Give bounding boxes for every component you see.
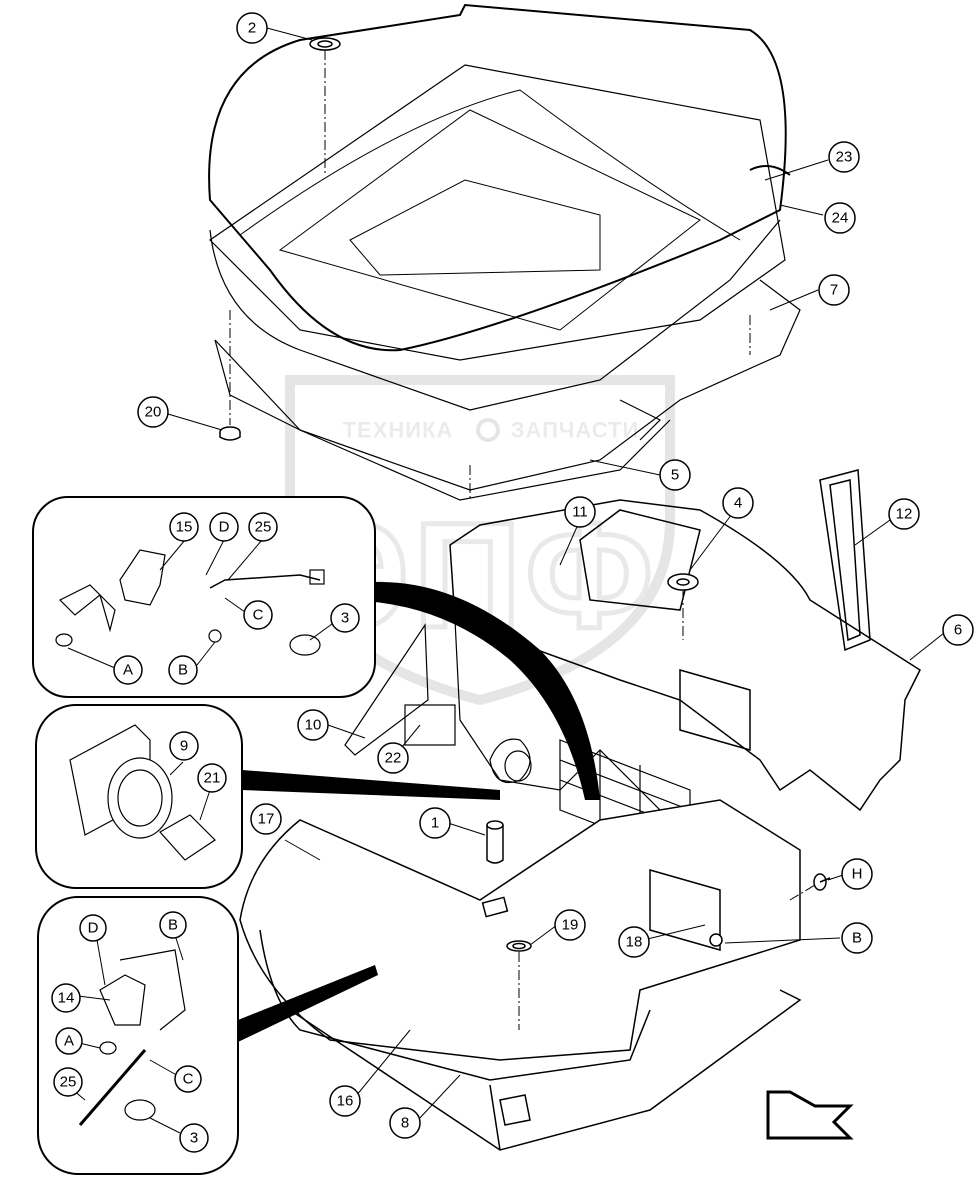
callout-8-label: 8 [401, 1115, 409, 1132]
callout-2: 2 [236, 12, 268, 44]
callout-detail3-25: 25 [53, 1067, 83, 1097]
callout-23-label: 23 [836, 149, 853, 166]
callout-23: 23 [828, 141, 860, 173]
callout-4: 4 [722, 487, 754, 519]
callout-detail1-A-label: A [123, 662, 133, 679]
callout-detail3-C-label: C [183, 1071, 194, 1088]
callout-5: 5 [659, 459, 691, 491]
plug-part-20 [219, 426, 241, 441]
callout-17: 17 [250, 803, 282, 835]
callout-18-label: 18 [626, 934, 643, 951]
detail-2-pointer [242, 770, 500, 800]
roof-cover-part [208, 3, 791, 361]
callout-detail2-21: 21 [197, 763, 227, 793]
callout-1: 1 [419, 807, 451, 839]
callout-B-main: B [841, 922, 873, 954]
watermark-text-right: ЗАПЧАСТИ [511, 418, 640, 443]
callout-detail3-D-label: D [88, 920, 99, 937]
callout-detail3-B: B [159, 911, 187, 939]
callout-detail1-3-label: 3 [341, 610, 349, 627]
callout-16-label: 16 [337, 1093, 354, 1110]
callout-detail2-9-label: 9 [180, 738, 188, 755]
grommet-part-4 [667, 573, 699, 591]
callout-H: H [841, 858, 873, 890]
floor-part [239, 799, 802, 1151]
callout-detail1-C-label: C [253, 607, 264, 624]
callout-22: 22 [377, 742, 409, 774]
callout-detail3-A-label: A [64, 1033, 74, 1050]
nut-part-B [709, 933, 723, 947]
callout-detail1-15-label: 15 [176, 519, 193, 536]
detail-view-1 [32, 496, 376, 698]
callout-detail1-A: A [113, 655, 143, 685]
callout-17-label: 17 [258, 811, 275, 828]
leader-lines [66, 27, 945, 1134]
watermark-text-left: ТЕХНИКА [343, 418, 454, 443]
callout-24-label: 24 [832, 210, 849, 227]
callout-18: 18 [618, 926, 650, 958]
callout-detail3-3-label: 3 [190, 1130, 198, 1147]
grommet-part-19 [506, 940, 532, 952]
callout-7-label: 7 [830, 282, 838, 299]
callout-11: 11 [564, 496, 596, 528]
detail-1-pointer [375, 581, 600, 800]
callout-detail3-25-label: 25 [60, 1074, 77, 1091]
callout-24: 24 [824, 202, 856, 234]
callout-2-label: 2 [248, 20, 256, 37]
grommet-part-2 [309, 37, 341, 51]
callout-20: 20 [137, 396, 169, 428]
bolt-part-H [813, 873, 831, 891]
detail-3-pointer [238, 965, 378, 1042]
callout-detail2-9: 9 [169, 731, 199, 761]
callout-detail1-D-label: D [219, 519, 230, 536]
gear-icon [476, 418, 500, 442]
post-part [481, 820, 509, 918]
callout-19-label: 19 [562, 917, 579, 934]
callout-1-label: 1 [431, 815, 439, 832]
callout-H-label: H [852, 866, 863, 883]
callout-detail2-21-label: 21 [204, 770, 221, 787]
callout-6: 6 [942, 614, 974, 646]
callout-12-label: 12 [896, 506, 913, 523]
callout-4-label: 4 [734, 495, 742, 512]
roof-inner-frame-part [209, 219, 801, 491]
callout-detail1-B-label: B [178, 662, 188, 679]
callout-B-main-label: B [852, 930, 862, 947]
callout-16: 16 [329, 1085, 361, 1117]
callout-8: 8 [389, 1107, 421, 1139]
callout-7: 7 [818, 274, 850, 306]
callout-detail1-D: D [209, 512, 239, 542]
callout-detail3-3: 3 [179, 1123, 209, 1153]
callout-detail3-14: 14 [51, 983, 81, 1013]
callout-10-label: 10 [305, 717, 322, 734]
callout-detail1-C: C [243, 600, 273, 630]
alignment-lines [229, 50, 816, 1030]
side-bracket-part [344, 623, 429, 756]
callout-detail3-D: D [79, 914, 107, 942]
callout-detail3-A: A [55, 1027, 83, 1055]
callout-6-label: 6 [954, 622, 962, 639]
cab-frame-plate-part [214, 339, 671, 501]
seal-strip-part [819, 469, 871, 652]
detail-view-2 [35, 704, 243, 889]
callout-detail3-B-label: B [168, 917, 178, 934]
front-direction-arrow-icon [766, 1090, 854, 1140]
callout-19: 19 [554, 909, 586, 941]
callout-detail1-15: 15 [169, 512, 199, 542]
callout-detail3-C: C [174, 1065, 202, 1093]
callout-detail1-3: 3 [330, 603, 360, 633]
callout-detail1-25-label: 25 [255, 519, 272, 536]
callout-20-label: 20 [145, 404, 162, 421]
callout-22-label: 22 [385, 750, 402, 767]
callout-detail1-B: B [168, 655, 198, 685]
callout-detail1-25: 25 [248, 512, 278, 542]
callout-5-label: 5 [671, 467, 679, 484]
callout-10: 10 [297, 709, 329, 741]
callout-12: 12 [888, 498, 920, 530]
callout-detail3-14-label: 14 [58, 990, 75, 1007]
callout-11-label: 11 [572, 504, 588, 521]
